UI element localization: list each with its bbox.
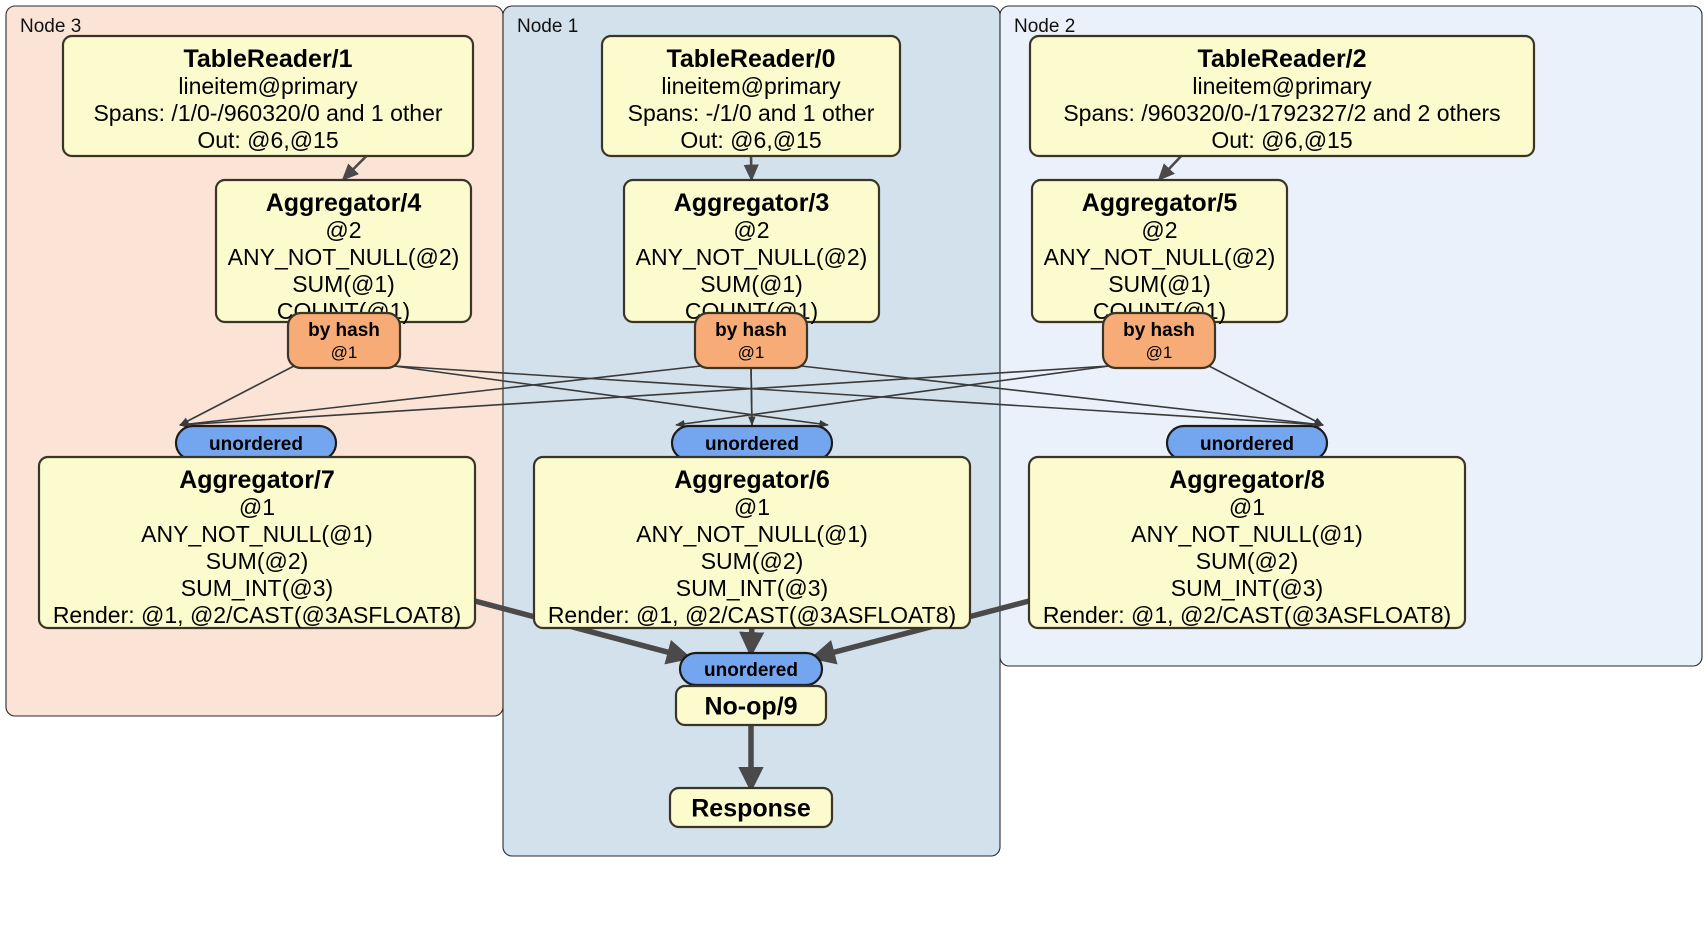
unordered-badge-label: unordered (705, 434, 799, 455)
hash-badge-sublabel: @1 (738, 343, 765, 362)
node-title: TableReader/2 (1197, 45, 1366, 73)
edge-hash5-to-unord8 (1208, 365, 1324, 426)
panel-label-node2: Node 2 (1014, 16, 1075, 37)
node-detail-line: @1 (239, 494, 275, 520)
node-agg7[interactable]: Aggregator/7@1ANY_NOT_NULL(@1)SUM(@2)SUM… (37, 455, 477, 630)
node-agg8[interactable]: Aggregator/8@1ANY_NOT_NULL(@1)SUM(@2)SUM… (1027, 455, 1467, 630)
node-detail-line: SUM(@2) (206, 548, 309, 574)
node-agg4[interactable]: Aggregator/4@2ANY_NOT_NULL(@2)SUM(@1)COU… (214, 178, 473, 324)
node-unord9[interactable]: unordered (678, 651, 824, 687)
edge-hash5-to-unord6 (675, 365, 1110, 428)
panel-label-node3: Node 3 (20, 16, 81, 37)
node-detail-line: SUM(@1) (1108, 271, 1211, 297)
node-detail-line: Out: @6,@15 (1211, 127, 1352, 153)
node-detail-line: SUM(@1) (700, 271, 803, 297)
panel-label-node1: Node 1 (517, 16, 578, 37)
node-title: Response (691, 795, 811, 823)
node-detail-line: @1 (1229, 494, 1265, 520)
edge-hash3-to-unord8 (800, 365, 1324, 428)
node-title: Aggregator/6 (674, 466, 830, 494)
node-title: Aggregator/3 (674, 189, 830, 217)
node-detail-line: @2 (325, 217, 361, 243)
node-detail-line: SUM_INT(@3) (676, 575, 828, 601)
node-agg6[interactable]: Aggregator/6@1ANY_NOT_NULL(@1)SUM(@2)SUM… (532, 455, 972, 630)
node-detail-line: ANY_NOT_NULL(@2) (636, 244, 868, 270)
edge-tr0-to-agg3 (743, 155, 759, 182)
node-unord6[interactable]: unordered (670, 424, 834, 462)
node-detail-line: lineitem@primary (661, 73, 841, 99)
node-detail-line: Out: @6,@15 (680, 127, 821, 153)
node-detail-line: Render: @1, @2/CAST(@3ASFLOAT8) (548, 602, 956, 628)
node-hash5[interactable]: by hash @1 (1101, 311, 1217, 370)
node-detail-line: Render: @1, @2/CAST(@3ASFLOAT8) (53, 602, 461, 628)
unordered-badge-label: unordered (1200, 434, 1294, 455)
node-detail-line: @2 (733, 217, 769, 243)
node-detail-line: SUM_INT(@3) (1171, 575, 1323, 601)
edge-hash4-to-unord6 (393, 365, 829, 428)
node-detail-line: @1 (734, 494, 770, 520)
node-response[interactable]: Response (668, 786, 834, 829)
node-detail-line: lineitem@primary (1192, 73, 1372, 99)
node-detail-line: Spans: /1/0-/960320/0 and 1 other (93, 100, 442, 126)
node-hash3[interactable]: by hash @1 (693, 311, 809, 370)
node-unord7[interactable]: unordered (174, 424, 338, 462)
node-title: TableReader/0 (666, 45, 835, 73)
edge-hash5-to-unord7 (179, 365, 1110, 429)
node-detail-line: Render: @1, @2/CAST(@3ASFLOAT8) (1043, 602, 1451, 628)
edge-tr1-to-agg4 (341, 155, 368, 181)
node-agg5[interactable]: Aggregator/5@2ANY_NOT_NULL(@2)SUM(@1)COU… (1030, 178, 1289, 324)
node-agg3[interactable]: Aggregator/3@2ANY_NOT_NULL(@2)SUM(@1)COU… (622, 178, 881, 324)
node-detail-line: @2 (1141, 217, 1177, 243)
node-detail-line: Spans: /960320/0-/1792327/2 and 2 others (1063, 100, 1500, 126)
node-title: No-op/9 (704, 693, 797, 721)
node-detail-line: Spans: -/1/0 and 1 other (628, 100, 875, 126)
edge-tr2-to-agg5 (1157, 155, 1183, 181)
hash-badge-sublabel: @1 (331, 343, 358, 362)
hash-badge-label: by hash (308, 320, 380, 341)
edge-hash3-to-unord7 (179, 365, 702, 428)
node-detail-line: ANY_NOT_NULL(@1) (1131, 521, 1363, 547)
edge-hash4-to-unord7 (179, 365, 295, 426)
node-detail-line: ANY_NOT_NULL(@1) (636, 521, 868, 547)
node-noop9[interactable]: No-op/9 (674, 684, 828, 727)
node-detail-line: ANY_NOT_NULL(@2) (228, 244, 460, 270)
node-detail-line: SUM(@2) (1196, 548, 1299, 574)
node-detail-line: ANY_NOT_NULL(@2) (1044, 244, 1276, 270)
node-hash4[interactable]: by hash @1 (286, 311, 402, 370)
node-unord8[interactable]: unordered (1165, 424, 1329, 462)
node-detail-line: Out: @6,@15 (197, 127, 338, 153)
hash-badge-label: by hash (715, 320, 787, 341)
node-title: Aggregator/8 (1169, 466, 1325, 494)
node-detail-line: lineitem@primary (178, 73, 358, 99)
node-detail-line: SUM(@1) (292, 271, 395, 297)
node-title: Aggregator/7 (179, 466, 335, 494)
hash-badge-label: by hash (1123, 320, 1195, 341)
node-title: TableReader/1 (183, 45, 352, 73)
unordered-badge-label: unordered (704, 660, 798, 681)
node-detail-line: SUM(@2) (701, 548, 804, 574)
node-detail-line: SUM_INT(@3) (181, 575, 333, 601)
edge-hash4-to-unord8 (393, 365, 1324, 429)
hash-badge-sublabel: @1 (1146, 343, 1173, 362)
unordered-badge-label: unordered (209, 434, 303, 455)
node-title: Aggregator/5 (1082, 189, 1238, 217)
node-title: Aggregator/4 (266, 189, 422, 217)
edge-hash3-center-stub (750, 365, 753, 426)
node-detail-line: ANY_NOT_NULL(@1) (141, 521, 373, 547)
